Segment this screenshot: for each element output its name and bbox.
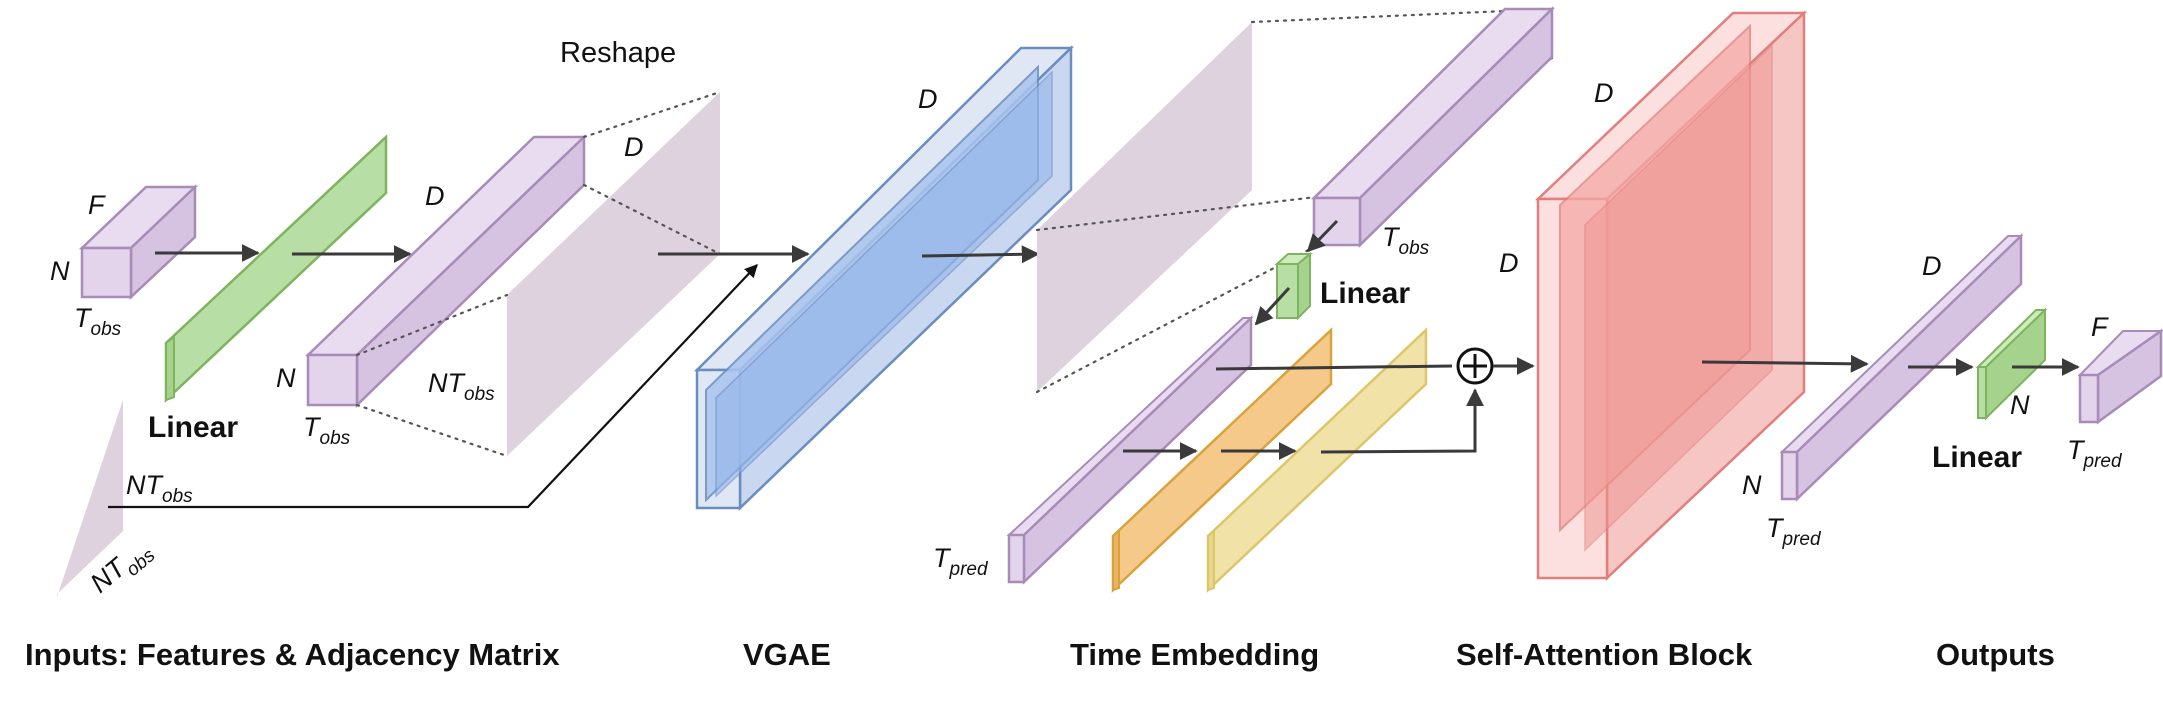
label-n-embed: N bbox=[276, 363, 296, 393]
label-nt-obs-adjacency: NTobs bbox=[126, 470, 193, 507]
label-d-embed: D bbox=[425, 181, 445, 211]
t-obs-bar-front bbox=[1312, 196, 1362, 247]
label-n: N bbox=[50, 256, 70, 286]
output-bar-front bbox=[1780, 450, 1799, 501]
label-t-pred-output: Tpred bbox=[1766, 513, 1822, 550]
label-d-reshape: D bbox=[624, 132, 644, 162]
caption-self-attention: Self-Attention Block bbox=[1456, 637, 1753, 672]
label-t-obs: Tobs bbox=[74, 303, 122, 340]
label-d-attention-side: D bbox=[1499, 248, 1519, 278]
outputs-block: D N Tpred Linear F N Tpred bbox=[1742, 233, 2163, 550]
caption-vgae: VGAE bbox=[743, 637, 831, 672]
arrow-linear-to-t-pred bbox=[1254, 286, 1291, 326]
caption-time-embedding: Time Embedding bbox=[1070, 637, 1319, 672]
circled-plus-icon bbox=[1456, 347, 1494, 385]
label-d-output: D bbox=[1922, 251, 1942, 281]
label-t-pred-prediction: Tpred bbox=[2067, 435, 2123, 472]
reshape-label: Reshape bbox=[560, 37, 676, 69]
output-linear-label: Linear bbox=[1932, 441, 2022, 474]
vgae-inner-layer-2 bbox=[715, 70, 1053, 498]
arrow-vgae-to-plane bbox=[921, 245, 1040, 264]
output-linear-front bbox=[1977, 366, 1987, 419]
input-linear-label: Linear bbox=[148, 411, 238, 444]
attention-inner-layer-2 bbox=[1584, 44, 1773, 552]
input-features-block: F N Tobs Linear D N Tobs Reshape D NTobs… bbox=[50, 37, 810, 599]
caption-inputs: Inputs: Features & Adjacency Matrix bbox=[25, 637, 560, 672]
label-d-vgae: D bbox=[918, 84, 938, 114]
t-pred-bar-front bbox=[1007, 533, 1026, 584]
label-t-obs-embed: Tobs bbox=[303, 412, 351, 449]
time-embedding-block: Tobs Linear Tpred bbox=[933, 6, 1556, 593]
arrow-t-obs-to-linear bbox=[1306, 219, 1339, 253]
label-n-output: N bbox=[1742, 470, 1762, 500]
time-linear-label: Linear bbox=[1320, 277, 1410, 310]
embedded-feature-bar-front bbox=[306, 353, 359, 407]
caption-outputs: Outputs bbox=[1936, 637, 2055, 672]
arrow-time-embedding-to-sum bbox=[1320, 388, 1484, 454]
label-nt-obs-reshape: NTobs bbox=[428, 368, 495, 405]
vgae-block: D bbox=[693, 45, 1075, 511]
reshaped-plane bbox=[507, 92, 720, 456]
prediction-tensor-front bbox=[2078, 373, 2100, 424]
arrow-adjacency-to-vgae bbox=[108, 264, 758, 509]
label-t-obs-time: Tobs bbox=[1382, 222, 1430, 259]
time-linear-side bbox=[1297, 251, 1311, 321]
label-d-attention-top: D bbox=[1594, 78, 1614, 108]
feature-tensor-front bbox=[80, 246, 133, 299]
label-n-prediction: N bbox=[2010, 390, 2030, 420]
label-t-pred-time: Tpred bbox=[933, 543, 989, 580]
arrow-attention-to-output bbox=[1701, 354, 1869, 373]
vgae-output-plane bbox=[1037, 22, 1252, 392]
label-f-output: F bbox=[2091, 312, 2109, 342]
line-t-obs-to-sum bbox=[1215, 364, 1453, 371]
adjacency-matrix-plane bbox=[57, 400, 123, 597]
self-attention-block: D D bbox=[1499, 10, 1869, 581]
label-f: F bbox=[88, 190, 106, 220]
